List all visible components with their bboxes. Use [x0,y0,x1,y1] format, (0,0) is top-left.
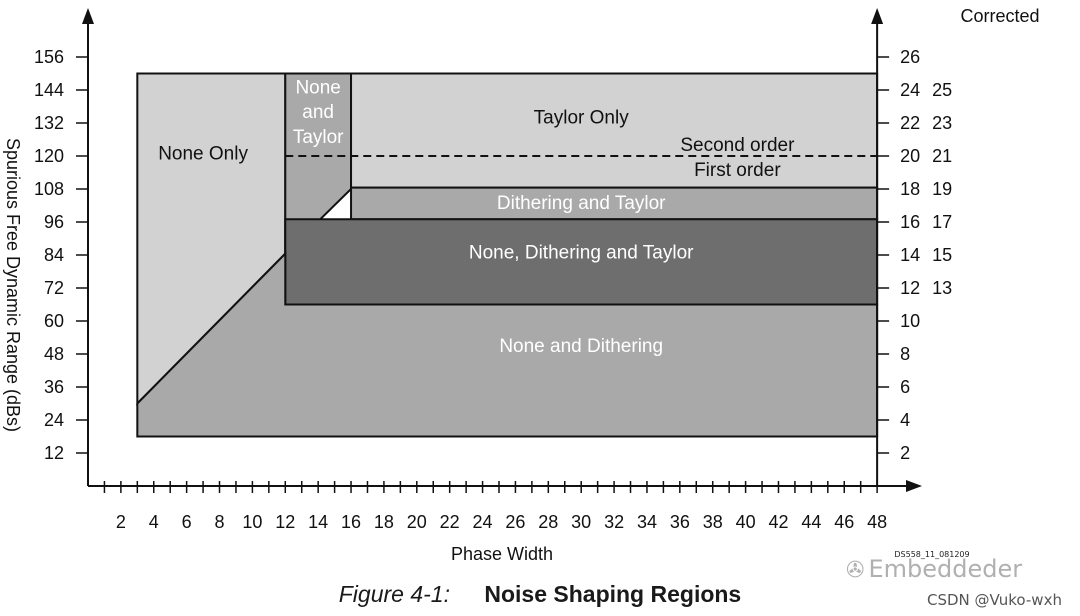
y2-tick-label: 20 [900,146,920,166]
x-axis-arrow [906,480,922,492]
region-label: and [302,102,334,123]
y2-corrected-tick-label: 19 [932,179,952,199]
chart-regions [136,72,879,438]
x-tick-label: 2 [116,512,126,532]
y2-tick-label: 10 [900,311,920,331]
watermark-site: CSDN @Vuko-wxh [927,591,1062,609]
chart-axes [76,8,922,493]
y2-tick-label: 4 [900,410,910,430]
y2-corrected-tick-label: 23 [932,113,952,133]
y2-corrected-tick-label: 25 [932,80,952,100]
y2-corrected-tick-label: 17 [932,212,952,232]
x-tick-label: 24 [473,512,493,532]
x-tick-label: 20 [407,512,427,532]
x-tick-label: 46 [834,512,854,532]
x-tick-label: 18 [374,512,394,532]
x-tick-label: 32 [604,512,624,532]
region-label: None Only [158,143,248,164]
region-label: None [295,77,340,98]
y2-tick-label: 26 [900,47,920,67]
x-tick-label: 40 [736,512,756,532]
y-tick-label: 132 [34,113,64,133]
watermark-brand-text: Embeddeder [868,555,1023,583]
y-tick-label: 12 [44,443,64,463]
region-label: None and Dithering [499,336,663,357]
wechat-icon: ✇ [846,558,865,583]
y2-tick-label: 6 [900,377,910,397]
y2-axis-arrow [871,8,884,24]
region-label: None, Dithering and Taylor [469,242,694,263]
x-tick-label: 36 [670,512,690,532]
x-tick-label: 10 [242,512,262,532]
y-tick-label: 120 [34,146,64,166]
x-tick-label: 22 [440,512,460,532]
y2-corrected-tick-label: 15 [932,245,952,265]
y-tick-label: 96 [44,212,64,232]
y-tick-label: 48 [44,344,64,364]
x-tick-label: 16 [341,512,361,532]
x-tick-label: 48 [867,512,887,532]
y-axis-label: Spurious Free Dynamic Range (dBs) [3,138,23,432]
y-tick-label: 60 [44,311,64,331]
region-label: Dithering and Taylor [497,193,666,214]
x-tick-label: 14 [308,512,328,532]
y2-tick-label: 24 [900,80,920,100]
figure-caption: Figure 4-1: Noise Shaping Regions [0,581,1080,608]
y-tick-label: 72 [44,278,64,298]
y2-corrected-tick-label: 21 [932,146,952,166]
y2-axis-label: Corrected [960,6,1039,26]
y-tick-label: 36 [44,377,64,397]
y-tick-label: 84 [44,245,64,265]
y2-tick-label: 18 [900,179,920,199]
x-tick-label: 4 [149,512,159,532]
x-tick-label: 30 [571,512,591,532]
y2-tick-label: 8 [900,344,910,364]
y-tick-label: 24 [44,410,64,430]
y2-tick-label: 14 [900,245,920,265]
x-tick-label: 38 [703,512,723,532]
x-tick-label: 6 [182,512,192,532]
watermark-brand: ✇Embeddeder [846,555,1022,583]
chart-dashed-lines [285,155,878,306]
x-tick-label: 26 [505,512,525,532]
region-label: Taylor [293,127,344,148]
figure-caption-text: Noise Shaping Regions [484,581,742,607]
y2-tick-label: 2 [900,443,910,463]
region-taylor-only [350,72,879,189]
y2-tick-label: 16 [900,212,920,232]
y2-tick-label: 12 [900,278,920,298]
y-tick-label: 108 [34,179,64,199]
y2-tick-label: 22 [900,113,920,133]
x-tick-label: 34 [637,512,657,532]
dashed-line-label: Second order [680,135,795,156]
x-tick-label: 44 [801,512,821,532]
x-tick-label: 42 [768,512,788,532]
x-tick-label: 12 [275,512,295,532]
y-axis-arrow [82,8,94,24]
dashed-line-label: First order [694,160,781,181]
doc-id: DS558_11_081209 [894,550,969,559]
y-tick-label: 156 [34,47,64,67]
y-tick-label: 144 [34,80,64,100]
region-label: Taylor Only [534,108,630,129]
x-tick-label: 28 [538,512,558,532]
figure-caption-label: Figure 4-1: [338,581,450,607]
y2-corrected-tick-label: 13 [932,278,952,298]
x-tick-label: 8 [215,512,225,532]
x-axis-label: Phase Width [451,544,553,564]
